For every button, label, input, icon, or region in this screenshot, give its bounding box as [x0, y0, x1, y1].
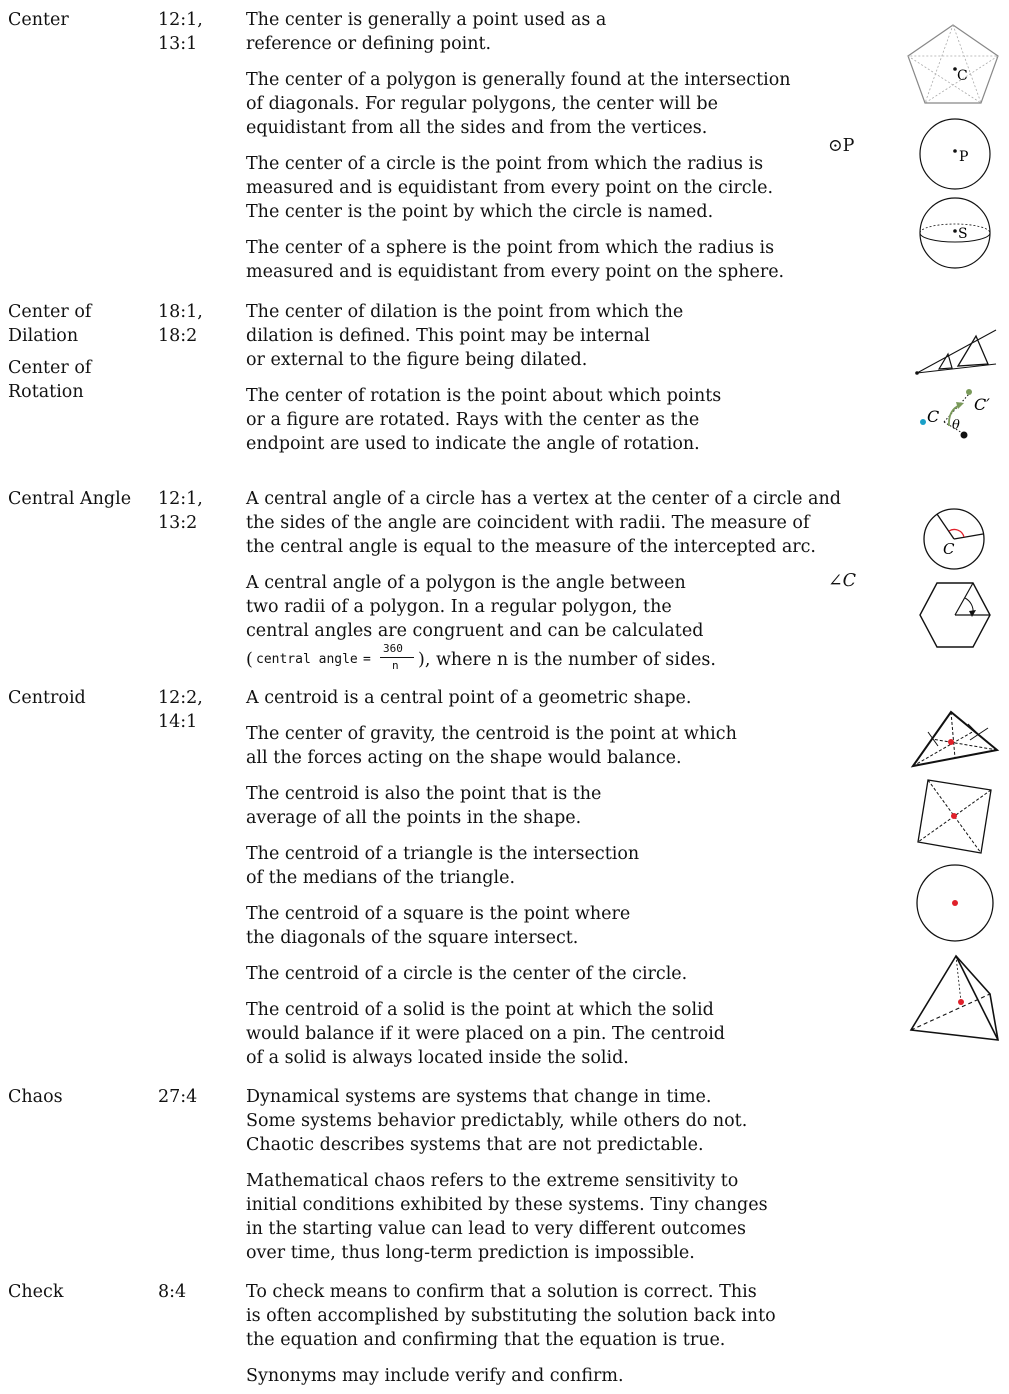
formula-open-paren: (: [246, 650, 253, 670]
def-line: dilation is defined. This point may be i…: [246, 326, 650, 346]
central-angle-symbol: ∠C: [828, 571, 857, 591]
rotation-image-label: C′: [974, 395, 990, 414]
def-line: endpoint are used to indicate the angle …: [246, 434, 700, 454]
ref-dilation-2: 18:2: [158, 326, 198, 346]
def-line: initial conditions exhibited by these sy…: [246, 1195, 768, 1215]
def-line: The centroid is also the point that is t…: [246, 784, 602, 804]
central-angle-hexagon-figure: [919, 582, 991, 648]
pentagon-center-figure: C: [906, 23, 1000, 104]
rotation-original-point: [960, 431, 968, 439]
central-angle-circle-figure: C: [923, 508, 985, 570]
rotation-angle-label: θ: [952, 418, 960, 433]
def-line: is often accomplished by substituting th…: [246, 1306, 776, 1326]
def-line: of diagonals. For regular polygons, the …: [246, 94, 718, 114]
ref-dilation-1: 18:1,: [158, 302, 203, 322]
term-center-of-rotation-2: Rotation: [8, 382, 84, 402]
term-central-angle: Central Angle: [8, 489, 132, 509]
ref-center-2: 13:1: [158, 34, 198, 54]
sphere-center-label: S: [958, 226, 968, 242]
ref-check: 8:4: [158, 1282, 187, 1302]
def-line: To check means to confirm that a solutio…: [246, 1282, 757, 1302]
ref-centroid-2: 14:1: [158, 712, 198, 732]
term-center: Center: [8, 10, 69, 30]
def-line: The center of a sphere is the point from…: [246, 238, 775, 258]
def-line: The centroid of a solid is the point at …: [246, 1000, 714, 1020]
ref-chaos: 27:4: [158, 1087, 198, 1107]
def-line: Dynamical systems are systems that chang…: [246, 1087, 712, 1107]
def-line: or a figure are rotated. Rays with the c…: [246, 410, 700, 430]
centroid-point: [951, 813, 957, 819]
rotation-center-label: C: [927, 407, 939, 426]
def-line: The center of a circle is the point from…: [246, 154, 764, 174]
center-symbol: ⊙P: [828, 136, 855, 156]
def-line: the equation and confirming that the equ…: [246, 1330, 726, 1350]
def-line: all the forces acting on the shape would…: [246, 748, 682, 768]
circle-center-label: P: [959, 149, 968, 165]
term-center-of-dilation: Center of: [8, 302, 92, 322]
def-line: Mathematical chaos refers to the extreme…: [246, 1171, 739, 1191]
formula-denominator: n: [392, 659, 399, 672]
def-line: Synonyms may include verify and confirm.: [246, 1366, 624, 1386]
central-angle-circle-label: C: [943, 540, 955, 558]
circle-center-figure: P: [919, 118, 991, 190]
def-line: A central angle of a circle has a vertex…: [246, 489, 841, 509]
def-line: the sides of the angle are coincident wi…: [246, 513, 810, 533]
def-line: The center of a polygon is generally fou…: [246, 70, 791, 90]
def-line: would balance if it were placed on a pin…: [246, 1024, 725, 1044]
rotation-image-point: [966, 389, 972, 395]
ref-centroid-1: 12:2,: [158, 688, 203, 708]
def-line: central angles are congruent and can be …: [246, 621, 704, 641]
def-line: Chaotic describes systems that are not p…: [246, 1135, 704, 1155]
def-line: the central angle is equal to the measur…: [246, 537, 816, 557]
def-line: or external to the figure being dilated.: [246, 350, 588, 370]
ref-center-1: 12:1,: [158, 10, 203, 30]
rotation-center-point: [920, 419, 926, 425]
ref-central-angle-1: 12:1,: [158, 489, 203, 509]
def-line: The centroid of a circle is the center o…: [246, 964, 688, 984]
term-centroid: Centroid: [8, 688, 86, 708]
centroid-square-figure: [917, 779, 992, 854]
def-line: reference or defining point.: [246, 34, 492, 54]
def-line: over time, thus long-term prediction is …: [246, 1243, 695, 1263]
centroid-point: [958, 999, 964, 1005]
def-line: The centroid of a triangle is the inters…: [246, 844, 640, 864]
def-line: in the starting value can lead to very d…: [246, 1219, 746, 1239]
def-line: average of all the points in the shape.: [246, 808, 582, 828]
term-center-of-rotation: Center of: [8, 358, 92, 378]
rotation-figure: C C′ θ: [920, 389, 990, 439]
term-center-of-dilation-2: Dilation: [8, 326, 79, 346]
formula-numerator: 360: [383, 642, 403, 655]
def-line: The center of gravity, the centroid is t…: [246, 724, 737, 744]
def-line: The center of dilation is the point from…: [246, 302, 684, 322]
sphere-center-figure: S: [919, 197, 991, 269]
pentagon-center-label: C: [957, 68, 968, 84]
def-line: measured and is equidistant from every p…: [246, 262, 785, 282]
dilation-figure: [915, 329, 997, 375]
def-line: of a solid is always located inside the …: [246, 1048, 629, 1068]
formula-equals: =: [363, 652, 371, 667]
centroid-circle-figure: [916, 864, 994, 942]
term-chaos: Chaos: [8, 1087, 63, 1107]
centroid-point: [948, 739, 954, 745]
def-line: equidistant from all the sides and from …: [246, 118, 708, 138]
def-line: the diagonals of the square intersect.: [246, 928, 579, 948]
def-line: The center of rotation is the point abou…: [246, 386, 722, 406]
term-check: Check: [8, 1282, 64, 1302]
def-line: The centroid of a square is the point wh…: [246, 904, 631, 924]
def-line: A centroid is a central point of a geome…: [246, 688, 692, 708]
def-line: Some systems behavior predictably, while…: [246, 1111, 748, 1131]
centroid-point: [952, 900, 958, 906]
def-line: The center is the point by which the cir…: [246, 202, 714, 222]
formula-tail: ), where n is the number of sides.: [418, 650, 716, 670]
centroid-triangle-figure: [910, 710, 1000, 768]
def-line: A central angle of a polygon is the angl…: [246, 573, 686, 593]
def-line: of the medians of the triangle.: [246, 868, 516, 888]
def-line: two radii of a polygon. In a regular pol…: [246, 597, 672, 617]
def-line: measured and is equidistant from every p…: [246, 178, 774, 198]
ref-central-angle-2: 13:2: [158, 513, 198, 533]
def-line: The center is generally a point used as …: [246, 10, 607, 30]
centroid-solid-figure: [909, 954, 999, 1041]
formula-label: central angle: [256, 652, 358, 667]
formula-fraction-bar: [380, 657, 414, 658]
